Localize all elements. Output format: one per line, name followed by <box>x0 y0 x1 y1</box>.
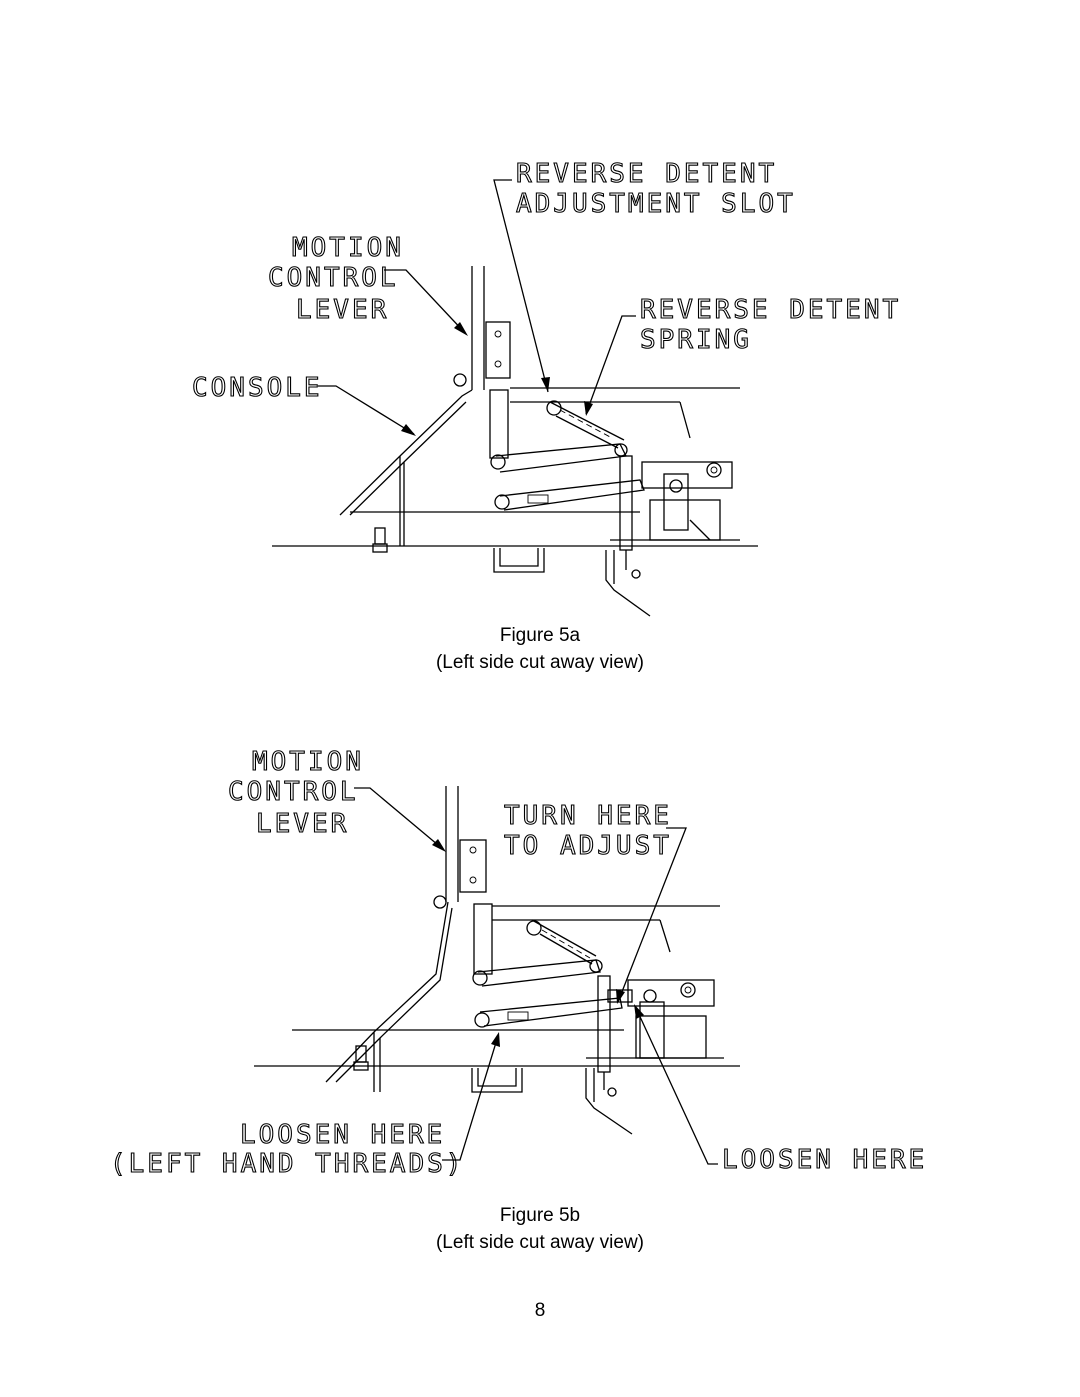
label-motion-b-1: MOTION <box>252 747 364 777</box>
label-motion-2: CONTROL <box>268 263 399 293</box>
label-motion-b-2: CONTROL <box>228 777 359 807</box>
figure-5b-drawing: MOTION CONTROL LEVER TURN HERE TO ADJUST… <box>109 746 927 1179</box>
label-loosen-left-1: LOOSEN HERE <box>240 1120 445 1150</box>
figure-5b-title: Figure 5b <box>499 1205 581 1226</box>
leader-lines-b <box>354 787 718 1165</box>
figure-5a-subtitle: (Left side cut away view) <box>435 652 645 673</box>
label-reverse-spring-2: SPRING <box>640 325 752 355</box>
figure-5a-caption: Figure 5a (Left side cut away view) <box>0 622 1080 676</box>
figure-5a: REVERSE DETENT ADJUSTMENT SLOT MOTION CO… <box>0 140 1080 630</box>
label-turn-1: TURN HERE <box>504 801 672 831</box>
mechanism-drawing-b <box>254 786 740 1135</box>
label-motion-b-3: LEVER <box>256 809 349 839</box>
figure-5b: MOTION CONTROL LEVER TURN HERE TO ADJUST… <box>0 740 1080 1180</box>
figure-5a-title: Figure 5a <box>499 625 581 646</box>
label-reverse-detent-slot-1: REVERSE DETENT <box>516 159 777 189</box>
label-motion-3: LEVER <box>296 295 389 325</box>
label-turn-2: TO ADJUST <box>504 831 672 861</box>
label-console: CONSOLE <box>192 373 323 403</box>
page-number: 8 <box>534 1300 546 1321</box>
figure-5b-caption: Figure 5b (Left side cut away view) <box>0 1202 1080 1256</box>
label-loosen-left-2: (LEFT HAND THREADS) <box>110 1149 464 1179</box>
figure-5a-drawing: REVERSE DETENT ADJUSTMENT SLOT MOTION CO… <box>191 158 901 617</box>
label-reverse-spring-1: REVERSE DETENT <box>640 295 901 325</box>
label-loosen-right: LOOSEN HERE <box>722 1145 927 1175</box>
label-motion-1: MOTION <box>292 233 404 263</box>
figure-5b-subtitle: (Left side cut away view) <box>435 1232 645 1253</box>
mechanism-drawing-a <box>272 266 758 617</box>
label-reverse-detent-slot-2: ADJUSTMENT SLOT <box>516 189 796 219</box>
